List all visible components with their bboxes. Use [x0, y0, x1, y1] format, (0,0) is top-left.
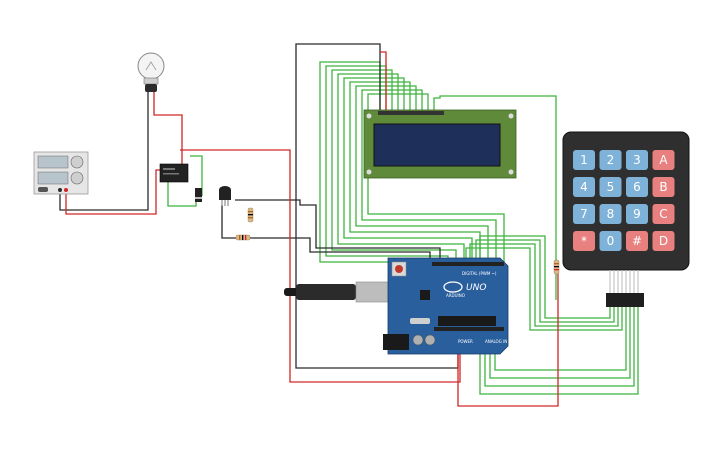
keypad-key-face — [626, 204, 648, 224]
keypad-green-wires — [465, 235, 639, 395]
keypad-key-1-2[interactable]: 6 — [626, 177, 648, 197]
keypad-key-face — [599, 204, 622, 224]
keypad-key-label: 4 — [580, 180, 588, 194]
keypad-key-face — [599, 177, 622, 197]
keypad-key-label: * — [581, 234, 587, 248]
resistor-1[interactable] — [247, 207, 254, 223]
keypad-key-face — [599, 150, 622, 170]
keypad-key-label: 3 — [633, 153, 641, 167]
keypad-key-label: D — [659, 234, 668, 248]
keypad[interactable]: 1 2 3 A 4 5 6 B 7 8 9 C * 0 # D — [562, 131, 690, 307]
red-wires — [65, 51, 559, 407]
light-bulb[interactable] — [137, 52, 165, 92]
analog-pins-label: ANALOG IN — [485, 339, 507, 344]
keypad-key-3-2[interactable]: # — [626, 231, 648, 251]
keypad-key-label: 9 — [633, 207, 641, 221]
keypad-key-2-0[interactable]: 7 — [573, 204, 595, 224]
keypad-keys: 1 2 3 A 4 5 6 B 7 8 9 C * 0 # D — [573, 150, 675, 251]
keypad-key-label: 0 — [607, 234, 615, 248]
keypad-key-label: 7 — [580, 207, 588, 221]
keypad-key-1-1[interactable]: 5 — [599, 177, 622, 197]
keypad-key-3-0[interactable]: * — [573, 231, 595, 251]
keypad-key-3-1[interactable]: 0 — [599, 231, 622, 251]
resistor-3[interactable] — [553, 259, 560, 275]
arduino-model-label: UNO — [466, 283, 486, 293]
transistor[interactable] — [219, 186, 231, 206]
usb-cable — [284, 281, 391, 303]
keypad-key-2-2[interactable]: 9 — [626, 204, 648, 224]
wires — [59, 43, 639, 407]
keypad-key-label: 2 — [607, 153, 615, 167]
keypad-key-face — [573, 231, 595, 251]
keypad-key-3-3[interactable]: D — [652, 231, 675, 251]
keypad-key-label: 8 — [607, 207, 615, 221]
keypad-key-1-0[interactable]: 4 — [573, 177, 595, 197]
lcd-display[interactable] — [363, 109, 517, 179]
keypad-key-label: B — [659, 180, 667, 194]
keypad-key-0-0[interactable]: 1 — [573, 150, 595, 170]
keypad-key-label: 6 — [633, 180, 641, 194]
keypad-key-label: # — [632, 234, 642, 248]
keypad-key-face — [626, 231, 648, 251]
keypad-key-label: C — [659, 207, 667, 221]
keypad-key-face — [573, 150, 595, 170]
keypad-key-2-3[interactable]: C — [652, 204, 675, 224]
keypad-key-2-1[interactable]: 8 — [599, 204, 622, 224]
keypad-key-label: 5 — [607, 180, 615, 194]
keypad-key-face — [652, 177, 675, 197]
digital-pins-label: DIGITAL (PWM ~) — [462, 271, 497, 276]
keypad-key-0-3[interactable]: A — [652, 150, 675, 170]
diode[interactable] — [195, 188, 202, 202]
keypad-key-face — [573, 204, 595, 224]
keypad-key-face — [573, 177, 595, 197]
keypad-key-1-3[interactable]: B — [652, 177, 675, 197]
keypad-key-face — [626, 150, 648, 170]
relay[interactable] — [159, 163, 189, 183]
arduino-uno[interactable]: UNO ARDUINO DIGITAL (PWM ~) POWER ANALOG… — [383, 257, 509, 355]
power-pins-label: POWER — [458, 339, 473, 344]
keypad-key-face — [652, 150, 675, 170]
keypad-key-0-1[interactable]: 2 — [599, 150, 622, 170]
keypad-key-label: 1 — [580, 153, 588, 167]
arduino-brand-label: ARDUINO — [446, 293, 465, 298]
keypad-key-face — [652, 231, 675, 251]
keypad-key-label: A — [659, 153, 668, 167]
keypad-key-face — [626, 177, 648, 197]
power-supply[interactable] — [33, 151, 89, 195]
keypad-key-face — [599, 231, 622, 251]
resistor-2[interactable] — [235, 234, 251, 241]
keypad-key-face — [652, 204, 675, 224]
lcd-pin-header — [378, 111, 444, 115]
keypad-key-0-2[interactable]: 3 — [626, 150, 648, 170]
arduino-logo: UNO ARDUINO — [443, 281, 486, 298]
